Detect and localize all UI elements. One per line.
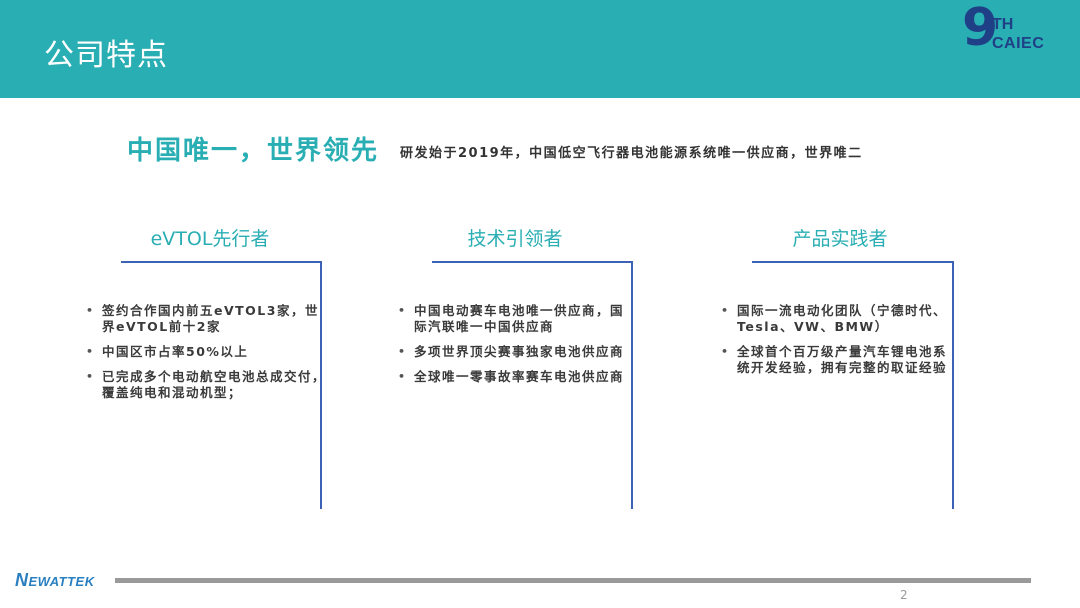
column-title-product: 产品实践者	[792, 228, 888, 250]
header-banner: 公司特点 9 TH CAIEC	[0, 0, 1080, 98]
list-item: 全球首个百万级产量汽车锂电池系统开发经验，拥有完整的取证经验	[721, 344, 956, 376]
logo-name: CAIEC	[992, 35, 1045, 52]
column-list-product: 国际一流电动化团队（宁德时代、Tesla、VW、BMW） 全球首个百万级产量汽车…	[721, 303, 956, 385]
column-title-tech: 技术引领者	[467, 228, 563, 250]
logo-initial: N	[15, 570, 29, 590]
logo-superscript: TH	[992, 16, 1014, 33]
list-item: 已完成多个电动航空电池总成交付，覆盖纯电和混动机型；	[86, 369, 326, 401]
list-item: 中国电动赛车电池唯一供应商，国际汽联唯一中国供应商	[398, 303, 633, 335]
tagline: 研发始于2019年，中国低空飞行器电池能源系统唯一供应商，世界唯二	[400, 146, 863, 161]
logo-numeral: 9	[962, 0, 999, 58]
list-item: 多项世界顶尖赛事独家电池供应商	[398, 344, 633, 360]
page-title: 公司特点	[44, 38, 168, 73]
caiec-logo: 9 TH CAIEC	[960, 2, 1060, 58]
page-number: 2	[900, 588, 908, 602]
column-list-tech: 中国电动赛车电池唯一供应商，国际汽联唯一中国供应商 多项世界顶尖赛事独家电池供应…	[398, 303, 633, 394]
footer-divider	[115, 578, 1031, 583]
logo-wordmark: EWATTEK	[28, 574, 95, 589]
list-item: 国际一流电动化团队（宁德时代、Tesla、VW、BMW）	[721, 303, 956, 335]
column-bracket-tech	[432, 261, 633, 509]
column-bracket-product	[752, 261, 954, 509]
list-item: 签约合作国内前五eVTOL3家，世界eVTOL前十2家	[86, 303, 326, 335]
list-item: 中国区市占率50%以上	[86, 344, 326, 360]
column-list-evtol: 签约合作国内前五eVTOL3家，世界eVTOL前十2家 中国区市占率50%以上 …	[86, 303, 326, 410]
headline: 中国唯一，世界领先	[127, 136, 380, 166]
list-item: 全球唯一零事故率赛车电池供应商	[398, 369, 633, 385]
newattek-logo: NEWATTEK	[15, 570, 95, 591]
column-title-evtol: eVTOL先行者	[150, 228, 270, 250]
